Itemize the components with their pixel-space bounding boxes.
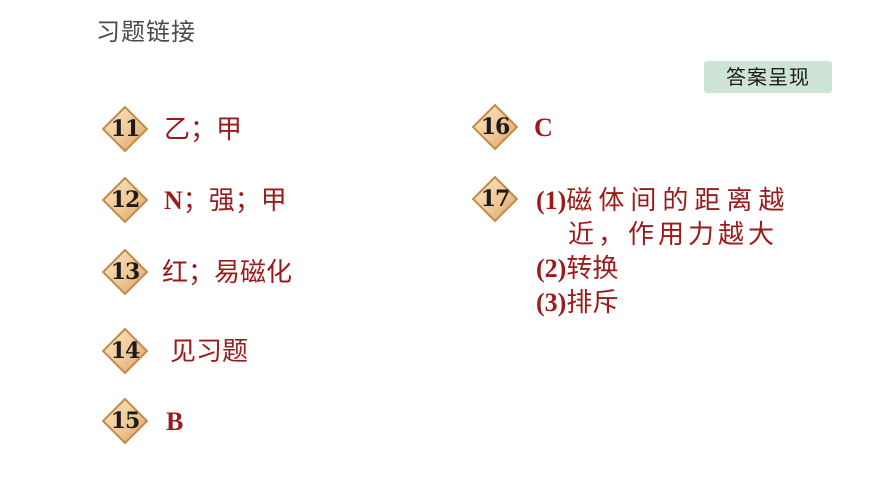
answer-line-text: 排斥 [566, 288, 619, 318]
question-number: 14 [110, 338, 141, 364]
answer-rest: ；强；甲 [182, 186, 287, 216]
question-number: 12 [110, 187, 141, 213]
show-answers-button[interactable]: 答案呈现 [704, 61, 832, 93]
answer-text[interactable]: 见习题 [170, 337, 249, 367]
number-badge: 15 [102, 398, 148, 444]
answer-line: (2)转换 [536, 252, 790, 286]
diamond-badge-icon [472, 104, 518, 150]
answer-text: 红；易磁化 [162, 258, 293, 288]
number-badge: 11 [102, 106, 148, 152]
diamond-badge-icon [472, 176, 518, 222]
number-badge: 14 [102, 328, 148, 374]
answer-text: 乙；甲 [164, 115, 243, 145]
answer-line: (3)排斥 [536, 286, 790, 320]
page-title: 习题链接 [96, 18, 196, 46]
answer-prefix: (3) [536, 288, 567, 317]
number-badge: 13 [102, 249, 148, 295]
answer-text-multiline: (1)磁体间的距离越 近，作用力越大 (2)转换 (3)排斥 [536, 184, 790, 320]
answer-line: (1)磁体间的距离越 [536, 184, 790, 218]
answer-line-text: 近，作用力越大 [568, 220, 779, 250]
answer-text: B [166, 407, 184, 436]
number-badge: 17 [472, 176, 518, 222]
question-number: 15 [110, 408, 141, 434]
answer-text: C [534, 113, 553, 142]
answer-latin: N [164, 186, 183, 215]
question-number: 11 [110, 116, 141, 142]
diamond-badge-icon [102, 106, 148, 152]
diamond-badge-icon [102, 177, 148, 223]
answer-line: 近，作用力越大 [536, 218, 790, 252]
answer-line-text: 磁体间的距离越 [566, 186, 791, 216]
answer-prefix: (1) [536, 186, 567, 215]
diamond-badge-icon [102, 398, 148, 444]
question-number: 16 [480, 114, 511, 140]
diamond-badge-icon [102, 249, 148, 295]
question-number: 17 [480, 186, 511, 212]
diamond-badge-icon [102, 328, 148, 374]
number-badge: 16 [472, 104, 518, 150]
answer-line-text: 转换 [566, 254, 619, 284]
answer-text: N；强；甲 [164, 185, 287, 217]
question-number: 13 [110, 259, 141, 285]
answer-prefix: (2) [536, 254, 567, 283]
number-badge: 12 [102, 177, 148, 223]
